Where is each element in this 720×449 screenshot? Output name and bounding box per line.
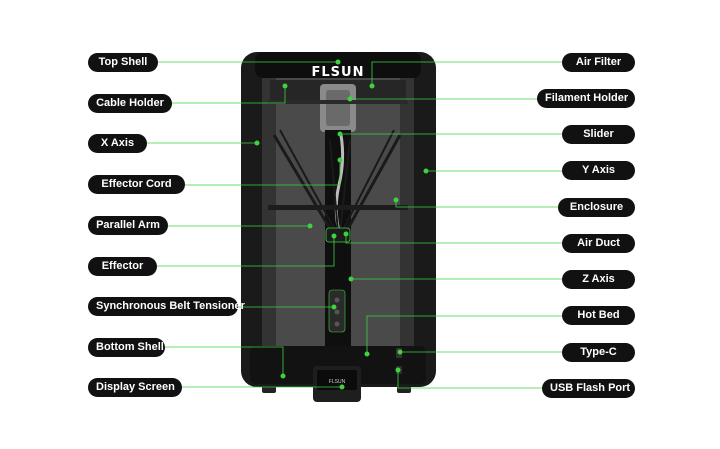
label-cable-holder: Cable Holder (88, 94, 172, 113)
leader-lines (147, 61, 562, 389)
parallel-arm-4 (341, 129, 395, 233)
dot-x-axis (254, 140, 260, 146)
display-logo: FLSUN (329, 379, 346, 385)
dot-belt-tensioner (331, 304, 337, 310)
leader-bottom-shell (165, 346, 284, 376)
label-display-screen: Display Screen (88, 378, 182, 397)
filament-spool-core (326, 90, 350, 126)
leader-cable-holder (172, 86, 286, 104)
dot-cable-holder (282, 83, 288, 89)
label-synchronous-belt-tensioner: Synchronous Belt Tensioner (88, 297, 245, 316)
label-z-axis: Z Axis (562, 270, 635, 289)
label-parallel-arm: Parallel Arm (88, 216, 168, 235)
dot-top-shell (335, 59, 341, 65)
leader-usb-port (397, 370, 562, 389)
label-effector: Effector (88, 257, 157, 276)
dot-z-axis (348, 276, 354, 282)
dot-filament-holder (347, 96, 353, 102)
label-air-filter: Air Filter (562, 53, 635, 72)
brand-logo: FLSUN (312, 65, 365, 80)
tensioner-knob-1 (334, 297, 340, 303)
label-slider: Slider (562, 125, 635, 144)
tensioner-knob-3 (334, 321, 340, 327)
bottom-shell (250, 346, 426, 384)
label-y-axis: Y Axis (562, 161, 635, 180)
label-top-shell: Top Shell (88, 53, 158, 72)
dot-slider (337, 131, 343, 137)
dot-parallel-arm (307, 223, 313, 229)
frame-bar-top (268, 100, 408, 104)
leader-effector-cord (185, 160, 341, 186)
display-glass (317, 370, 357, 390)
parallel-arm-5 (329, 139, 339, 233)
dot-bottom-shell (280, 373, 286, 379)
label-x-axis: X Axis (88, 134, 147, 153)
dot-air-filter (369, 83, 375, 89)
enclosure-shade-right (400, 78, 414, 346)
effector (325, 227, 351, 243)
label-usb-flash-port: USB Flash Port (542, 379, 635, 398)
enclosure-shade-left (262, 78, 276, 346)
frame-bar-mid (268, 205, 408, 210)
parallel-arm-2 (279, 129, 337, 233)
leader-effector (157, 236, 335, 267)
parallel-arm-3 (344, 134, 402, 233)
dot-type-c (397, 349, 403, 355)
dot-enclosure (393, 197, 399, 203)
dot-effector (331, 233, 337, 239)
leader-air-filter (371, 61, 562, 86)
label-bottom-shell: Bottom Shell (88, 338, 165, 357)
parallel-arm-1 (272, 134, 334, 233)
label-effector-cord: Effector Cord (88, 175, 185, 194)
parallel-arm-6 (339, 139, 351, 233)
label-air-duct: Air Duct (562, 234, 635, 253)
label-hot-bed: Hot Bed (562, 306, 635, 325)
dot-display-screen (339, 384, 345, 390)
dot-usb-port (395, 367, 401, 373)
label-type-c: Type-C (562, 343, 635, 362)
dot-hot-bed (364, 351, 370, 357)
dot-y-axis (423, 168, 429, 174)
dot-effector-cord (337, 157, 343, 163)
leader-air-duct (345, 234, 562, 244)
label-filament-holder: Filament Holder (537, 89, 635, 108)
leader-dots (254, 59, 429, 390)
label-enclosure: Enclosure (558, 198, 635, 217)
top-shell (255, 52, 421, 78)
dot-air-duct (343, 231, 349, 237)
leader-hot-bed (366, 315, 562, 354)
tensioner-knob-2 (334, 309, 340, 315)
